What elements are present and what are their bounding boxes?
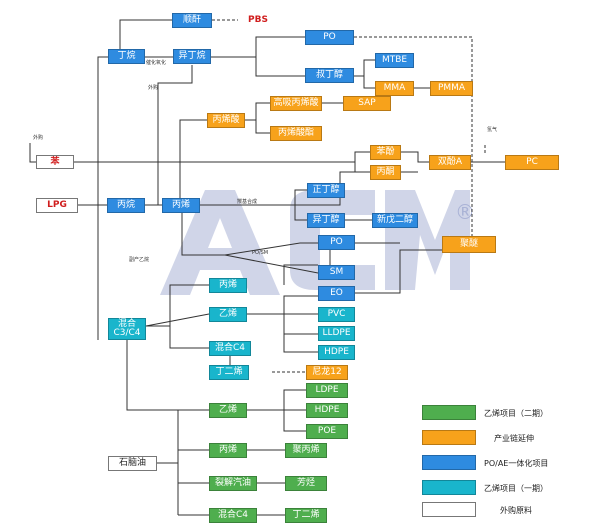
label-po-sm: PO/SM bbox=[252, 250, 269, 256]
registered-mark: ® bbox=[455, 200, 475, 224]
node-ben: 苯 bbox=[36, 155, 74, 169]
node-lldpe: LLDPE bbox=[318, 326, 355, 341]
legend-text-blue: PO/AE一体化项目 bbox=[484, 459, 549, 468]
node-benfen: 苯酚 bbox=[370, 145, 401, 160]
node-po: PO bbox=[318, 235, 355, 250]
legend-text-green: 乙烯项目（二期） bbox=[484, 409, 548, 418]
legend-swatch-green bbox=[422, 405, 476, 420]
node-mma: MMA bbox=[375, 81, 414, 96]
node-yixi: 乙烯 bbox=[209, 307, 247, 322]
node-bingxisuanzhi: 丙烯酸酯 bbox=[270, 126, 322, 141]
legend-text-white: 外购原料 bbox=[500, 506, 532, 515]
node-bingxi3: 丙烯 bbox=[209, 443, 247, 458]
node-pmma: PMMA bbox=[430, 81, 473, 96]
node-pbs: PBS bbox=[248, 15, 268, 25]
node-pvc: PVC bbox=[318, 307, 355, 322]
node-hunhe-c4: 混合C4 bbox=[209, 341, 251, 356]
node-hdpe2: HDPE bbox=[306, 403, 348, 418]
legend-swatch-blue bbox=[422, 455, 476, 470]
legend-swatch-white bbox=[422, 502, 476, 517]
node-hunhe-c4b: 混合C4 bbox=[209, 508, 257, 523]
node-yidingwan: 异丁烷 bbox=[173, 49, 211, 64]
node-bingxi: 丙烯 bbox=[162, 198, 200, 213]
node-hunhe: 混合 C3/C4 bbox=[108, 318, 146, 340]
node-shinaoyou: 石脑油 bbox=[108, 456, 157, 471]
node-jumi: 聚醚 bbox=[442, 236, 496, 253]
node-shuangfen: 双酚A bbox=[429, 155, 471, 170]
node-fangting: 芳烃 bbox=[285, 476, 327, 491]
node-hdpe: HDPE bbox=[318, 345, 355, 360]
node-sap: SAP bbox=[343, 96, 391, 111]
legend-text-cyan: 乙烯项目（一期） bbox=[484, 484, 548, 493]
node-poe2: POE bbox=[306, 424, 348, 439]
node-lpg: LPG bbox=[36, 198, 78, 213]
node-jubingxi: 聚丙烯 bbox=[285, 443, 327, 458]
node-mtbe: MTBE bbox=[375, 53, 414, 68]
node-dingwan: 丁烷 bbox=[108, 49, 145, 64]
node-bingtong: 丙酮 bbox=[370, 165, 401, 180]
node-dingerxi: 丁二烯 bbox=[209, 365, 249, 380]
node-zhengdingchun: 正丁醇 bbox=[307, 183, 345, 198]
node-eo: EO bbox=[318, 286, 355, 301]
node-yidingchun: 异丁醇 bbox=[307, 213, 345, 228]
node-yixi2: 乙烯 bbox=[209, 403, 247, 418]
label-cuihua: 催化氧化 bbox=[146, 60, 167, 66]
node-bingxi2: 丙烯 bbox=[209, 278, 247, 293]
legend-swatch-cyan bbox=[422, 480, 476, 495]
label-waigou-1: 外购 bbox=[148, 85, 159, 91]
node-shunjian: 顺酐 bbox=[172, 13, 212, 28]
node-po-top: PO bbox=[305, 30, 354, 45]
node-gaoxibing: 高吸丙烯酸 bbox=[270, 96, 322, 111]
node-sm: SM bbox=[318, 265, 355, 280]
legend-swatch-orange bbox=[422, 430, 476, 445]
node-pc: PC bbox=[505, 155, 559, 170]
legend-text-orange: 产业链延伸 bbox=[494, 434, 534, 443]
node-xinwu: 新戊二醇 bbox=[372, 213, 418, 228]
node-dingerxi2: 丁二烯 bbox=[285, 508, 327, 523]
label-qingqi: 氢气 bbox=[487, 127, 498, 133]
label-waigou-2: 外购 bbox=[33, 135, 44, 141]
node-nilong: 尼龙12 bbox=[306, 365, 348, 380]
label-fuchan: 副产乙烷 bbox=[129, 257, 150, 263]
node-ldpe2: LDPE bbox=[306, 383, 348, 398]
node-liejie: 裂解汽油 bbox=[209, 476, 257, 491]
node-shudingchun: 叔丁醇 bbox=[305, 68, 354, 83]
node-bingxisuan: 丙烯酸 bbox=[207, 113, 245, 128]
label-tanji: 羰基合成 bbox=[237, 199, 258, 205]
node-bingwan: 丙烷 bbox=[107, 198, 145, 213]
